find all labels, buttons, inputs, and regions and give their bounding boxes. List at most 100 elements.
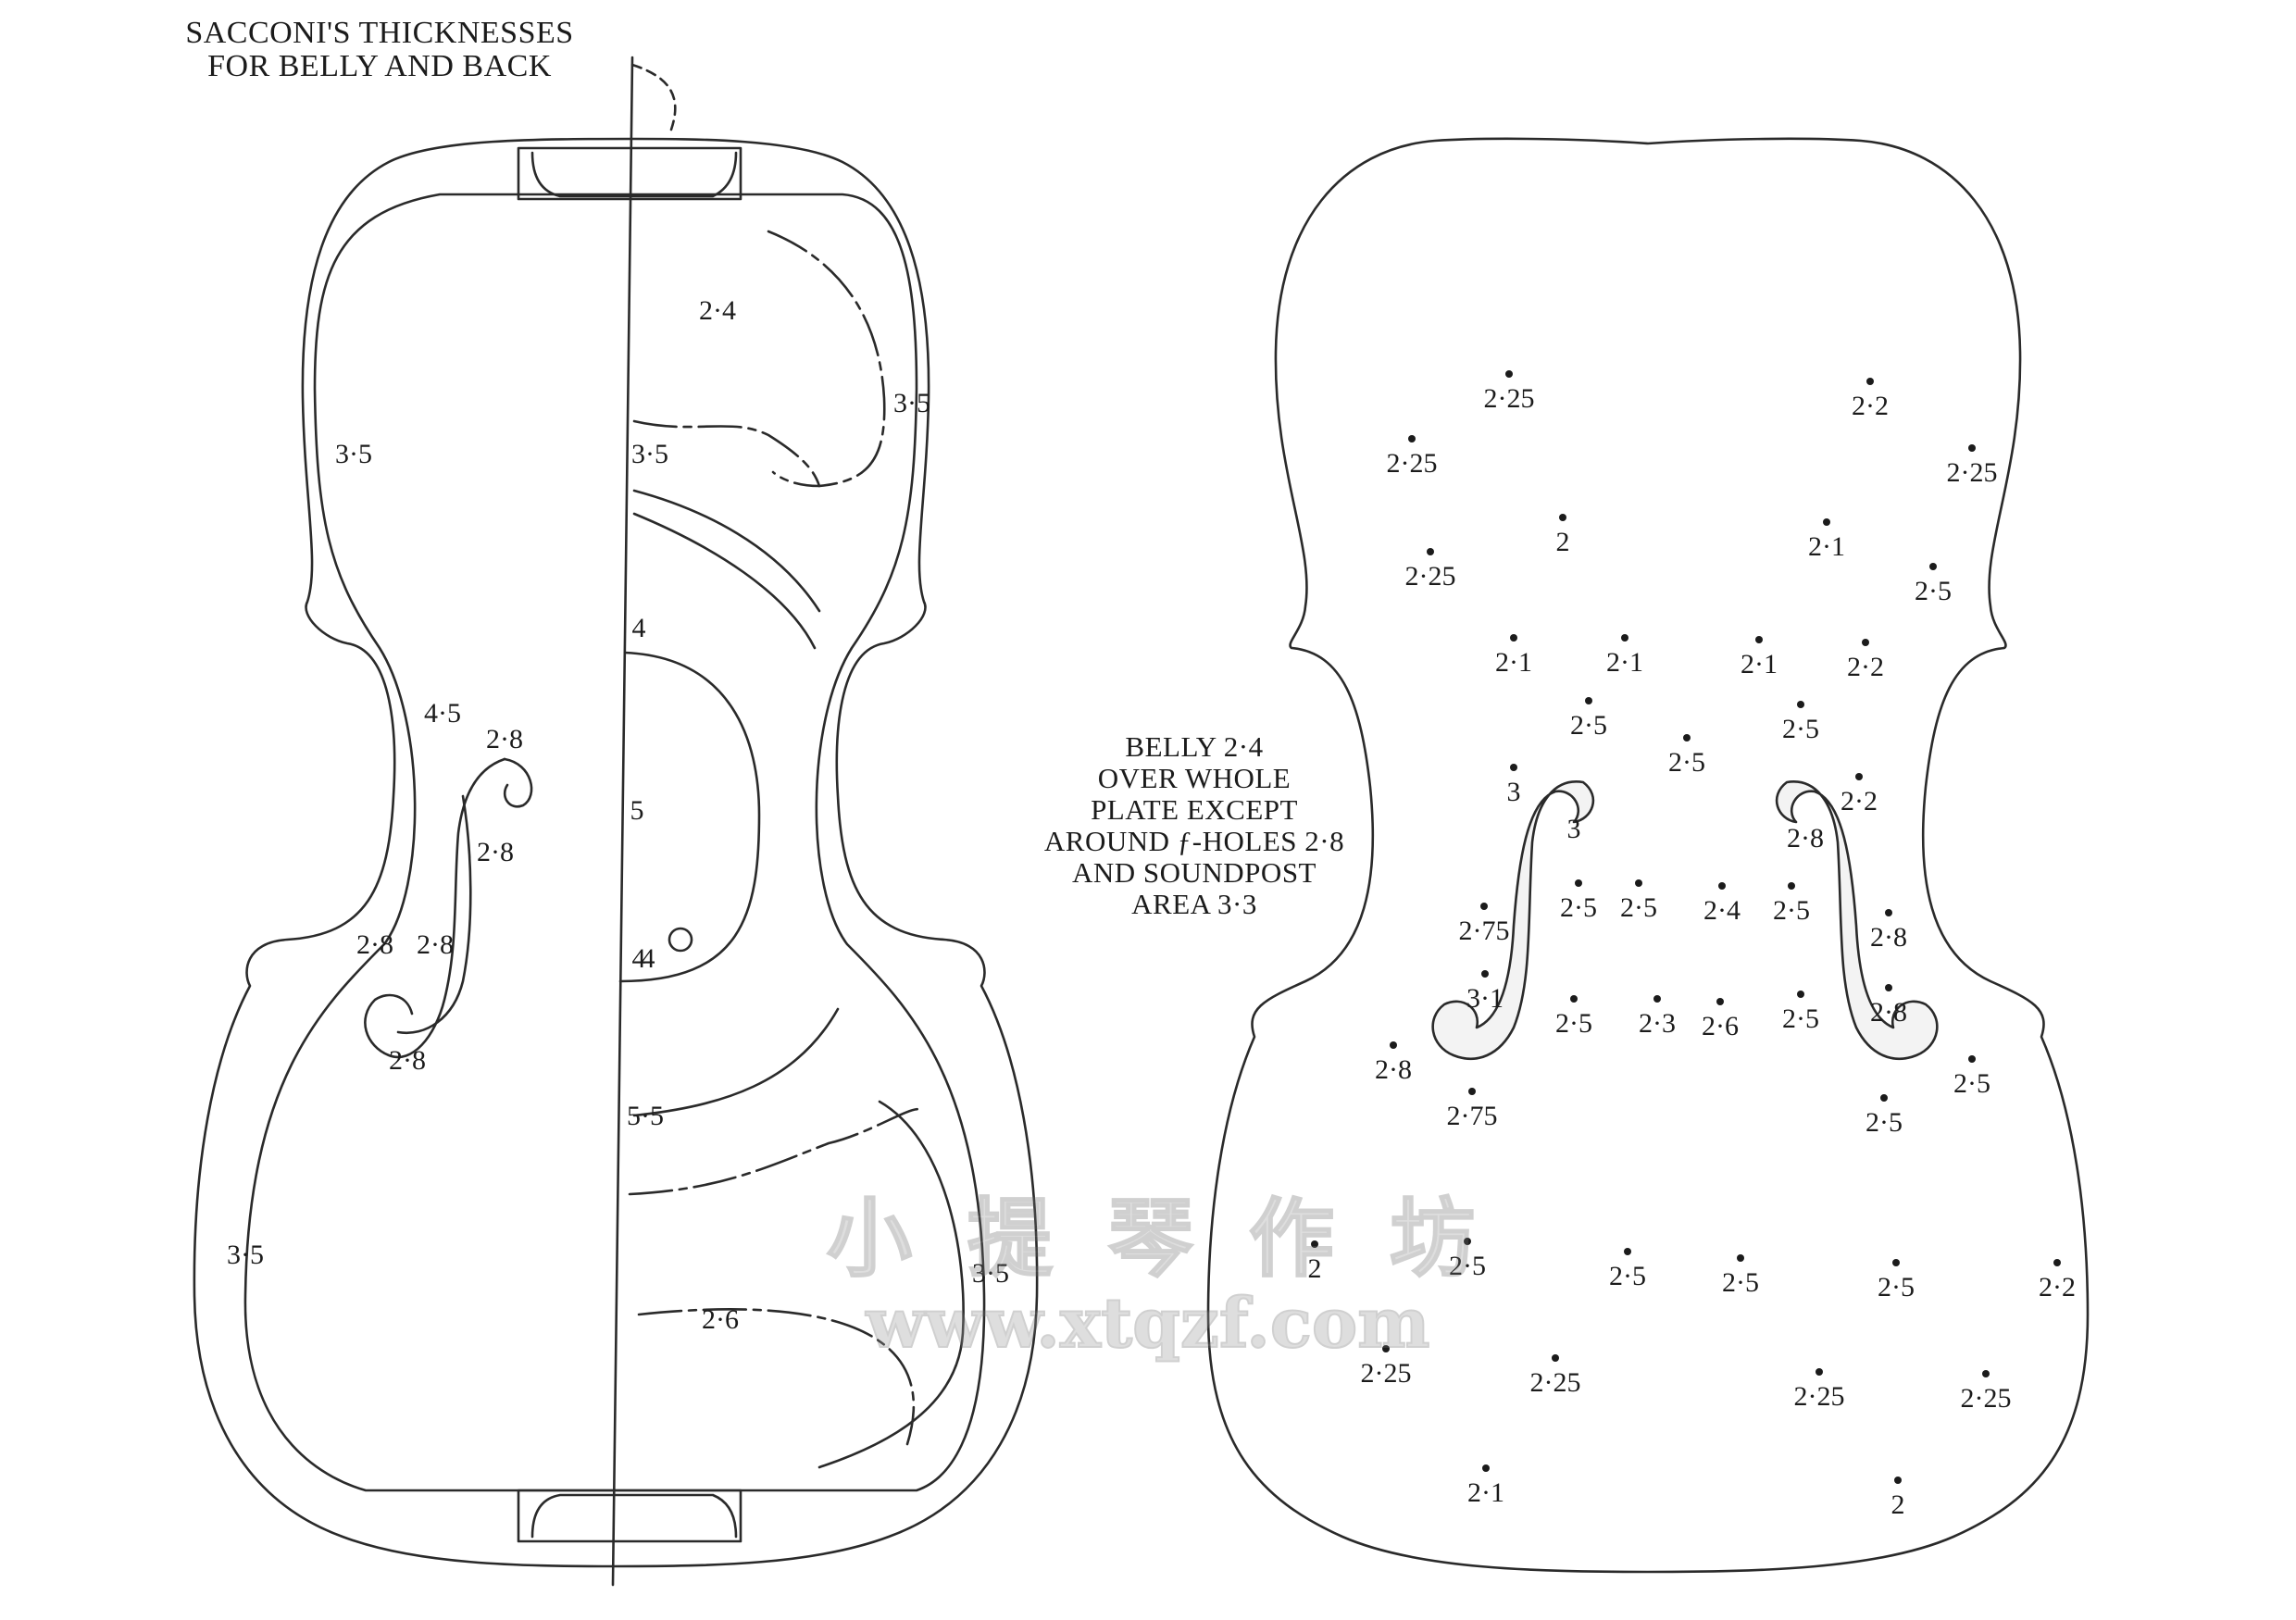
measure-point-dot (1390, 1041, 1397, 1049)
belly-thickness-label: 2·1 (1808, 531, 1845, 562)
back-thickness-label: 2·4 (699, 295, 736, 326)
belly-thickness-label: 2·75 (1447, 1101, 1498, 1131)
measure-point-dot (1718, 882, 1726, 890)
measure-point-dot (1968, 1055, 1976, 1063)
belly-thickness-label: 2·25 (1361, 1358, 1412, 1389)
belly-note-line-4: AROUND ƒ-HOLES 2·8 (1043, 825, 1345, 857)
back-thickness-label: 5 (630, 795, 644, 826)
belly-thickness-label: 3 (1567, 814, 1581, 844)
back-thickness-label: 2·8 (417, 929, 454, 960)
belly-thickness-label: 2·2 (2039, 1272, 2076, 1302)
watermark-url: www.xtqzf.com (865, 1284, 1429, 1364)
title-line-1: SACCONI'S THICKNESSES (185, 16, 574, 50)
belly-thickness-label: 2·5 (1609, 1261, 1646, 1291)
belly-thickness-label: 2·1 (1606, 647, 1643, 678)
belly-thickness-label: 2 (1891, 1489, 1905, 1520)
measure-point-dot (1559, 514, 1566, 521)
belly-plate-outline (1206, 137, 2090, 1574)
back-thickness-label: 3·5 (335, 439, 372, 469)
measure-point-dot (1929, 563, 1937, 570)
measure-point-dot (1862, 639, 1869, 646)
measure-point-dot (1480, 903, 1488, 910)
measure-point-dot (1755, 636, 1763, 643)
back-plate-outline (193, 137, 1039, 1568)
measure-point-dot (1570, 995, 1578, 1003)
belly-thickness-label: 2 (1308, 1253, 1322, 1284)
back-thickness-label: 2·8 (356, 929, 393, 960)
measure-point-dot (1482, 1464, 1490, 1472)
diagram-title: SACCONI'S THICKNESSES FOR BELLY AND BACK (185, 17, 574, 83)
belly-thickness-label: 2·25 (1947, 457, 1998, 488)
measure-point-dot (1468, 1088, 1476, 1095)
measure-point-dot (1797, 991, 1804, 998)
belly-thickness-label: 2·8 (1870, 997, 1907, 1028)
belly-thickness-label: 2·4 (1703, 895, 1741, 926)
belly-thickness-label: 2·25 (1794, 1381, 1845, 1412)
belly-note-line-2: OVER WHOLE (1097, 762, 1292, 794)
measure-point-dot (1855, 773, 1863, 780)
belly-f-hole-right (1775, 780, 1939, 1060)
belly-note-line-3: PLATE EXCEPT (1091, 793, 1298, 826)
belly-thickness-label: 2·5 (1449, 1251, 1486, 1281)
back-thickness-label: 4 (642, 943, 655, 974)
back-thickness-label: 4 (632, 613, 646, 643)
measure-point-dot (1624, 1248, 1631, 1255)
belly-thickness-label: 2·5 (1782, 1003, 1819, 1034)
belly-thickness-label: 2·5 (1866, 1107, 1903, 1138)
back-thickness-label: 5·5 (627, 1101, 664, 1131)
back-centre-line (611, 56, 634, 1587)
belly-thickness-label: 2·25 (1405, 561, 1456, 592)
back-thickness-label: 4 (632, 943, 646, 974)
back-thickness-label: 3·5 (227, 1240, 264, 1270)
belly-thickness-label: 2·5 (1915, 576, 1952, 606)
belly-thickness-label: 2·5 (1555, 1008, 1592, 1039)
belly-thickness-label: 3·1 (1466, 983, 1504, 1014)
belly-thickness-label: 2·5 (1570, 710, 1607, 741)
measure-point-dot (1382, 1345, 1390, 1352)
back-thickness-label: 3·5 (972, 1258, 1009, 1289)
back-purfling (243, 193, 986, 1492)
belly-thickness-label: 2·8 (1375, 1054, 1412, 1085)
measure-point-dot (1880, 1094, 1888, 1102)
belly-thickness-label: 2·5 (1620, 892, 1657, 923)
belly-thickness-label: 2·5 (1668, 747, 1705, 778)
back-thickness-label: 3·5 (893, 388, 930, 418)
measure-point-dot (1683, 734, 1691, 741)
belly-thickness-label: 2·25 (1530, 1367, 1581, 1398)
belly-note: BELLY 2·4 OVER WHOLE PLATE EXCEPT AROUND… (1000, 731, 1389, 920)
belly-thickness-label: 2·5 (1782, 714, 1819, 744)
belly-thickness-label: 2·25 (1387, 448, 1438, 479)
measure-point-dot (1653, 995, 1661, 1003)
belly-thickness-label: 2·3 (1639, 1008, 1676, 1039)
belly-thickness-label: 2·25 (1484, 383, 1535, 414)
belly-thickness-label: 2·75 (1459, 916, 1510, 946)
measure-point-dot (1982, 1370, 1990, 1377)
back-thickness-label: 3·5 (631, 439, 668, 469)
measure-point-dot (1894, 1477, 1902, 1484)
back-thickness-label: 4·5 (424, 698, 461, 729)
belly-f-hole-left (1431, 780, 1595, 1060)
measure-point-dot (1552, 1354, 1559, 1362)
belly-thickness-label: 2·1 (1495, 647, 1532, 678)
measure-point-dot (1510, 634, 1517, 642)
measure-point-dot (1311, 1240, 1318, 1248)
measure-point-dot (1816, 1368, 1823, 1376)
measure-point-dot (1737, 1254, 1744, 1262)
belly-thickness-label: 2·2 (1847, 652, 1884, 682)
belly-thickness-label: 2 (1556, 527, 1570, 557)
measure-point-dot (1797, 701, 1804, 708)
back-f-hole (364, 757, 506, 1059)
measure-point-dot (1885, 984, 1892, 991)
title-line-2: FOR BELLY AND BACK (207, 49, 552, 83)
back-thickness-label: 2·8 (477, 837, 514, 867)
belly-thickness-label: 2·2 (1841, 786, 1878, 816)
belly-thickness-label: 2·5 (1722, 1267, 1759, 1298)
measure-point-dot (1575, 879, 1582, 887)
watermark-chinese: 小 提 琴 作 坊 (827, 1190, 1488, 1289)
measure-point-dot (2053, 1259, 2061, 1266)
measure-point-dot (1968, 444, 1976, 452)
measure-point-dot (1510, 764, 1517, 771)
measure-point-dot (1788, 882, 1795, 890)
measure-point-dot (1505, 370, 1513, 378)
belly-note-line-5: AND SOUNDPOST (1071, 856, 1316, 889)
